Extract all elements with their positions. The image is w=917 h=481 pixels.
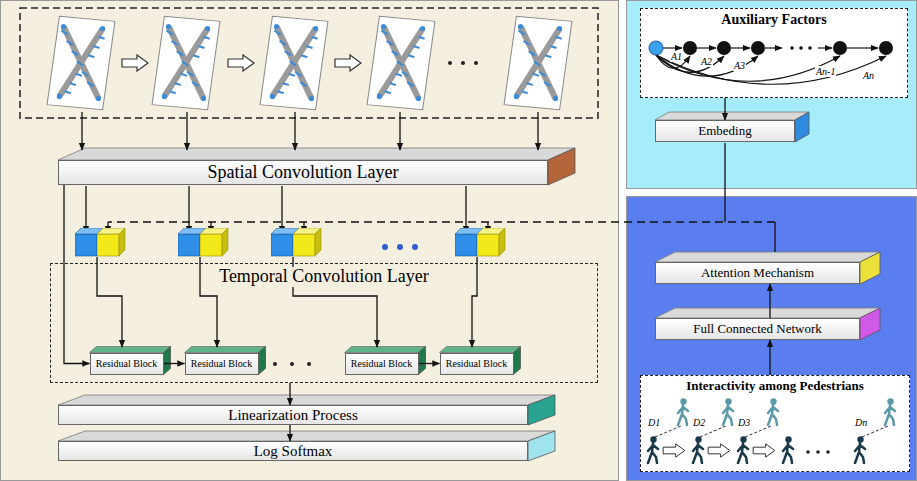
hollow-arrow [122, 55, 361, 71]
left-panel [1, 1, 619, 481]
node-label: Auxiliary Factors [717, 12, 830, 27]
factor-label: An-1 [815, 66, 836, 77]
bar-top-face [655, 112, 809, 120]
node-label: Residual Block [96, 358, 157, 369]
residual-block: Residual Block [185, 353, 259, 375]
flow-arrow [769, 340, 770, 375]
layer-bar: Full Connected Network [655, 318, 860, 340]
bar-side-face [514, 347, 521, 375]
node-label: Attention Mechanism [701, 266, 814, 280]
auxiliary-panel [627, 1, 917, 189]
residual-block: Residual Block [345, 353, 419, 375]
factor-label: A1 [670, 51, 683, 62]
bar-top-face [58, 148, 575, 160]
factor-label: A3 [733, 60, 746, 71]
flow-arrow [724, 98, 725, 120]
input-arrows [82, 112, 538, 150]
layer-group: Temporal Convolution LayerResidual Block… [50, 263, 598, 383]
feature-cubes [75, 228, 505, 256]
box-ground [640, 375, 910, 472]
factor-label: An [862, 70, 875, 81]
distance-label: D3 [737, 417, 751, 428]
feature-arrows [86, 186, 466, 233]
hollow-arrow [663, 444, 775, 457]
bar-side-face [419, 347, 426, 375]
distance-label: D1 [647, 417, 661, 428]
node-label: Temporal Convolution Layer [215, 267, 433, 287]
pedestrian [648, 436, 865, 463]
bar-side-face [164, 347, 171, 375]
layer-bar: Embeding [655, 120, 795, 142]
factor-label: A2 [700, 56, 713, 67]
node-label: Embeding [698, 124, 751, 138]
interaction-group: Interactivity among Pedestrians [640, 375, 910, 472]
interaction-panel [627, 197, 917, 481]
layer-bar: Log Softmax [58, 441, 528, 461]
bar-side-face [528, 395, 555, 425]
bar-top-face [58, 431, 555, 441]
bar-side-face [795, 112, 809, 142]
node-label: Full Connected Network [693, 322, 822, 336]
bar-top-face [655, 308, 880, 318]
residual-block: Residual Block [90, 353, 164, 375]
node-label: Linearization Process [228, 407, 358, 424]
flow-arrow [419, 363, 440, 364]
node-label: Residual Block [351, 358, 412, 369]
flow-arrow [289, 383, 290, 405]
layer-bar: Linearization Process [58, 405, 528, 425]
flow-arrow [769, 284, 770, 318]
node-label: Residual Block [191, 358, 252, 369]
bar-side-face [259, 347, 266, 375]
ellipsis-dots [806, 450, 830, 454]
ellipsis-dots [448, 61, 478, 65]
node-label: Residual Block [446, 358, 507, 369]
bar-side-face [860, 252, 880, 284]
input-frame [20, 8, 598, 118]
node-label: Log Softmax [254, 443, 333, 460]
bar-top-face [58, 395, 555, 405]
bar-side-face [528, 431, 555, 461]
skeleton-frames [47, 16, 572, 110]
flow-arrow [64, 185, 90, 364]
flow-arrow [164, 363, 185, 364]
layer-bar: Attention Mechanism [655, 262, 860, 284]
ellipsis-dots [273, 362, 311, 366]
bar-side-face [860, 308, 880, 340]
distance-label: Dn [854, 417, 868, 428]
bar-side-face [548, 148, 575, 185]
factor-nodes [649, 41, 893, 55]
node-label: Interactivity among Pedestrians [682, 379, 868, 393]
flow-arrow [289, 425, 290, 441]
node-label: Spatial Convolution Layer [208, 163, 399, 183]
block-feeds [97, 257, 477, 347]
distance-label: D2 [692, 417, 706, 428]
bar-top-face [655, 252, 880, 262]
box-ground [640, 8, 908, 98]
residual-block: Residual Block [440, 353, 514, 375]
ellipsis-dots [382, 244, 418, 250]
bar-faces [58, 112, 880, 461]
layer-bar: Spatial Convolution Layer [58, 160, 548, 185]
